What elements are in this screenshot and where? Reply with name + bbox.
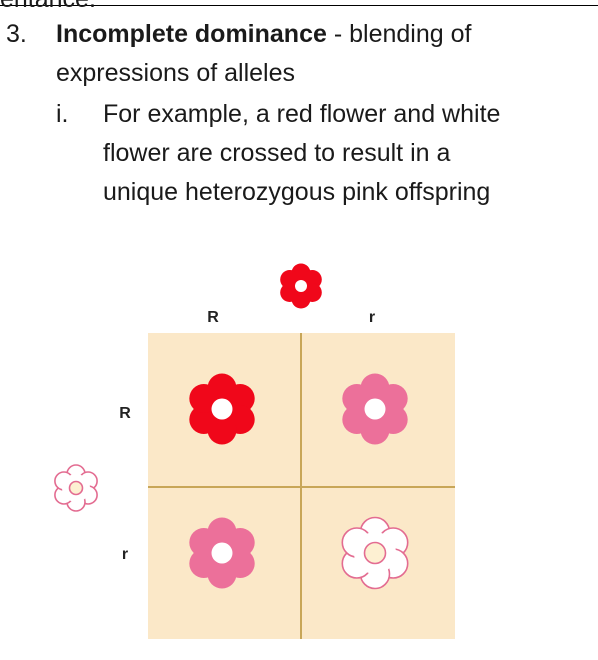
definition-text: - blending of xyxy=(326,20,472,48)
row-allele-1: R xyxy=(119,405,131,422)
example-line-1: For example, a red flower and white xyxy=(103,100,501,128)
example-line-2: flower are crossed to result in a xyxy=(103,139,451,167)
column-allele-1: R xyxy=(207,309,219,326)
column-allele-2: r xyxy=(369,309,375,326)
sublist-number: i. xyxy=(56,100,69,128)
cut-off-text: eritance. xyxy=(0,0,96,12)
red-parent-flower xyxy=(280,263,322,309)
offspring-flower-rr-3 xyxy=(189,517,255,589)
list-number: 3. xyxy=(6,20,27,48)
offspring-flower-rr-2 xyxy=(342,373,408,445)
top-rule xyxy=(0,5,598,6)
white-parent-flower xyxy=(54,464,98,512)
term-incomplete-dominance: Incomplete dominance xyxy=(56,20,327,48)
offspring-flower-rr-4 xyxy=(341,516,409,590)
row-allele-2: r xyxy=(122,546,128,563)
definition-line-1: Incomplete dominance - blending of xyxy=(56,15,471,54)
offspring-flower-rr-1 xyxy=(189,373,255,445)
example-line-3: unique heterozygous pink offspring xyxy=(103,178,491,206)
definition-line-2: expressions of alleles xyxy=(56,59,296,87)
